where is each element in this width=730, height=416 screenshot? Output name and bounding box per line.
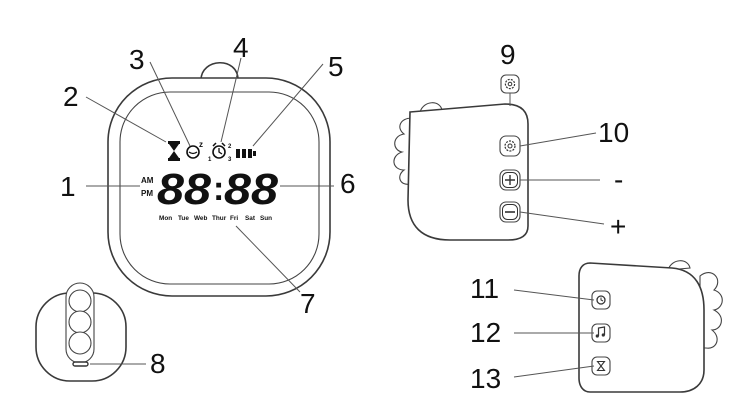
top-view-knob-1: [68, 289, 92, 313]
side-mark-minus: -: [614, 164, 623, 195]
top-view-port: [72, 361, 89, 367]
snooze-z-label: z: [199, 140, 203, 149]
top-view-knob-3: [68, 331, 92, 355]
time-colon: :: [213, 170, 224, 208]
callout-6: 6: [340, 168, 356, 199]
callout-lines-front: [85, 57, 334, 293]
clock-front-view: [107, 61, 331, 297]
weekday-web: Web: [194, 215, 207, 222]
weekday-sun: Sun: [260, 215, 272, 222]
side-mark-plus: +: [610, 211, 626, 242]
clock-screen: [119, 91, 320, 285]
callout-3: 3: [129, 44, 145, 75]
callout-13: 13: [470, 363, 501, 394]
side-view-spikes: [393, 117, 413, 185]
time-digits-right: 88: [224, 165, 279, 214]
alarm-sub-bottom: 3: [228, 157, 232, 163]
callout-7: 7: [300, 288, 316, 319]
callout-9: 9: [500, 39, 516, 70]
music-note-icon: [595, 326, 606, 338]
clock-icon: [596, 295, 606, 305]
snooze-icon: z: [186, 140, 203, 159]
lcd-display: z 2 1 3 AM PM 88 : 88 Mon Tue Web: [141, 140, 279, 222]
callout-5: 5: [328, 51, 344, 82]
clock-top-view: [35, 282, 127, 382]
plus-icon: [502, 172, 518, 188]
alarm-clock-icon: 2 1 3: [208, 142, 232, 163]
battery-icon: [236, 149, 256, 158]
weekday-mon: Mon: [159, 215, 172, 222]
weekday-sat: Sat: [245, 215, 256, 222]
side-top-button[interactable]: [500, 74, 520, 94]
gear-icon: [504, 78, 516, 90]
weekday-tue: Tue: [178, 215, 189, 222]
time-digits-left: 88: [157, 165, 212, 214]
am-label: AM: [141, 176, 154, 185]
minus-icon: [502, 204, 518, 220]
hourglass-icon: [168, 141, 180, 161]
weekday-thur: Thur: [212, 215, 227, 222]
alarm-sub-left: 1: [208, 157, 212, 163]
pm-label: PM: [141, 189, 153, 198]
callout-1: 1: [60, 171, 76, 202]
callout-10: 10: [598, 117, 629, 148]
side-button-settings[interactable]: [499, 135, 521, 157]
hourglass-icon: [596, 360, 606, 372]
alarm-sub-top: 2: [228, 144, 232, 150]
top-view-knob-2: [68, 310, 92, 334]
callout-8: 8: [150, 348, 166, 379]
callout-4: 4: [233, 32, 249, 63]
weekday-row: Mon Tue Web Thur Fri Sat Sun: [159, 215, 272, 222]
callout-2: 2: [63, 81, 79, 112]
callout-12: 12: [470, 317, 501, 348]
side-view-body: [407, 103, 529, 241]
clock-side-view-left: [513, 260, 723, 393]
side-view-2-spikes: [699, 272, 723, 349]
weekday-fri: Fri: [230, 215, 238, 222]
side-button-music[interactable]: [591, 323, 611, 343]
gear-icon: [504, 140, 516, 152]
clock-side-view-right: [393, 74, 605, 241]
callout-11: 11: [470, 273, 499, 304]
